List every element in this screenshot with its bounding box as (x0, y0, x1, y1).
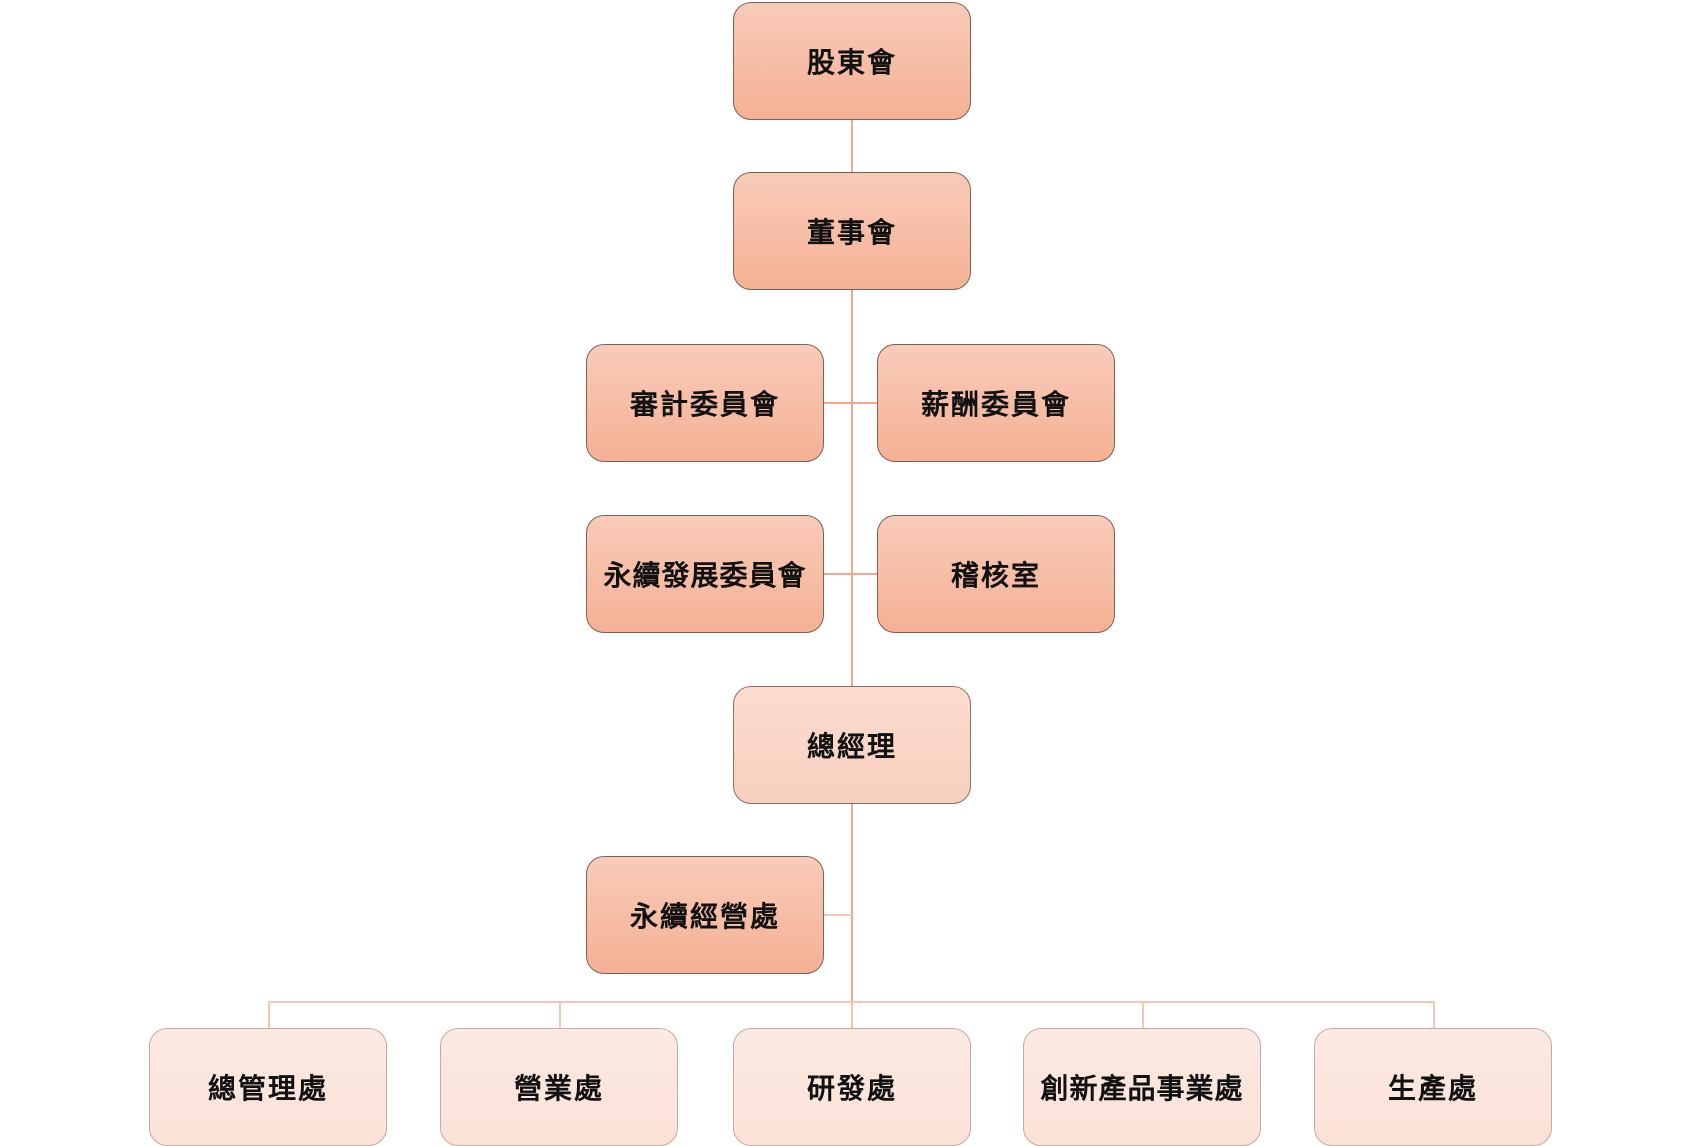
node-shareholders: 股東會 (733, 2, 971, 120)
connector-committees-1 (822, 402, 878, 404)
node-audit-office: 稽核室 (877, 515, 1115, 633)
node-department: 創新產品事業處 (1023, 1028, 1261, 1146)
connector-dept-1 (268, 1001, 270, 1028)
connector-committees-2 (822, 573, 878, 575)
connector-dept-3 (851, 1001, 853, 1028)
node-audit-committee: 審計委員會 (586, 344, 824, 462)
connector-sustainability-office (822, 914, 852, 916)
node-department: 總管理處 (149, 1028, 387, 1146)
node-department: 研發處 (733, 1028, 971, 1146)
connector-dept-4 (1142, 1001, 1144, 1028)
node-board: 董事會 (733, 172, 971, 290)
node-department: 生產處 (1314, 1028, 1552, 1146)
connector-main-vertical (851, 120, 853, 1002)
node-sustainability-office: 永續經營處 (586, 856, 824, 974)
node-sustainability-committee: 永續發展委員會 (586, 515, 824, 633)
connector-dept-2 (559, 1001, 561, 1028)
connector-dept-5 (1433, 1001, 1435, 1028)
node-department: 營業處 (440, 1028, 678, 1146)
node-president: 總經理 (733, 686, 971, 804)
node-remuneration-committee: 薪酬委員會 (877, 344, 1115, 462)
